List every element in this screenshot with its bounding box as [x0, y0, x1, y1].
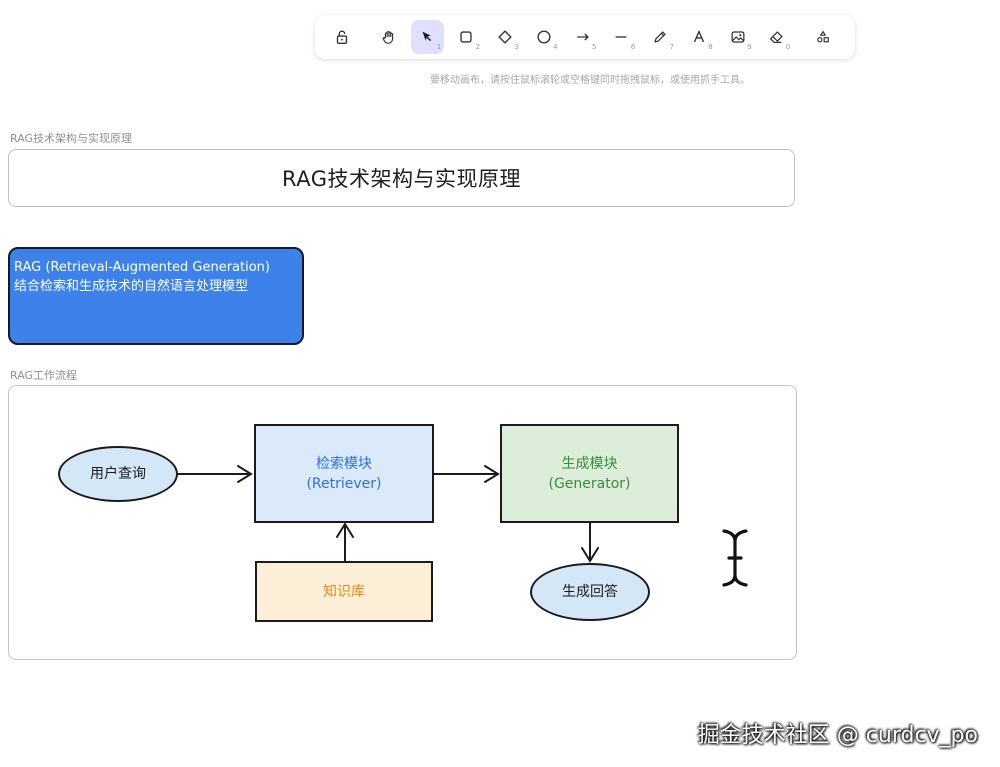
arrow-tool-button[interactable]: 5 [566, 20, 600, 54]
eraser-tool-button[interactable]: 0 [760, 20, 794, 54]
image-icon [731, 31, 745, 43]
generator-title: 生成模块 [561, 455, 618, 472]
rectangle-tool-button[interactable]: 2 [449, 20, 483, 54]
retriever-node[interactable]: 检索模块 (Retriever) [254, 424, 434, 523]
text-icon [693, 29, 704, 43]
arrow-icon [576, 33, 589, 41]
text-tool-button[interactable]: 8 [682, 20, 716, 54]
ellipse-tool-button[interactable]: 4 [527, 20, 561, 54]
shortcut-key: 0 [785, 43, 791, 51]
diamond-icon [498, 30, 512, 44]
user-query-node[interactable]: 用户查询 [58, 446, 178, 502]
selection-tool-button[interactable]: 1 [410, 20, 445, 54]
line-tool-button[interactable]: 6 [604, 20, 638, 54]
page-title: RAG技术架构与实现原理 [281, 167, 521, 191]
selection-arrow-icon [422, 31, 432, 42]
lock-icon [336, 30, 348, 44]
hand-icon [382, 31, 393, 44]
retriever-title: 检索模块 [316, 455, 372, 472]
text-cursor-icon [720, 527, 750, 589]
pencil-icon [654, 31, 666, 43]
user-query-label: 用户查询 [90, 466, 146, 482]
shortcut-key: 6 [630, 43, 636, 51]
ellipse-icon [537, 30, 551, 44]
knowledge-base-node[interactable]: 知识库 [255, 561, 433, 622]
retriever-subtitle: (Retriever) [306, 475, 382, 492]
canvas-hint: 要移动画布，请按住鼠标滚轮或空格键同时拖拽鼠标，或使用抓手工具。 [430, 75, 750, 86]
hand-tool-button[interactable] [372, 20, 406, 54]
shortcut-key: 9 [747, 43, 752, 51]
knowledge-base-label: 知识库 [323, 583, 365, 600]
line-icon [615, 36, 627, 38]
diamond-tool-button[interactable]: 3 [488, 20, 522, 54]
drawing-toolbar: 1 2 3 4 5 6 7 8 9 0 [315, 15, 855, 59]
shapes-library-icon [817, 30, 829, 43]
card-line-english: RAG (Retrieval-Augmented Generation) [14, 260, 270, 275]
library-tool-button[interactable] [806, 20, 840, 54]
lock-tool-button[interactable] [325, 20, 359, 54]
rectangle-icon [460, 31, 472, 43]
image-tool-button[interactable]: 9 [721, 20, 755, 54]
answer-node[interactable]: 生成回答 [530, 563, 650, 621]
generator-node[interactable]: 生成模块 (Generator) [500, 424, 679, 523]
eraser-icon [770, 31, 783, 44]
title-box[interactable]: RAG技术架构与实现原理 [8, 149, 795, 207]
shortcut-key: 1 [436, 43, 442, 51]
rag-description-card[interactable]: RAG (Retrieval-Augmented Generation) 结合检… [8, 247, 304, 345]
shortcut-key: 8 [708, 43, 713, 51]
watermark: 掘金技术社区 @ curdcv_po [697, 723, 978, 748]
shortcut-key: 2 [475, 43, 481, 51]
generator-subtitle: (Generator) [548, 475, 631, 492]
answer-label: 生成回答 [562, 584, 618, 600]
card-line-chinese: 结合检索和生成技术的自然语言处理模型 [14, 279, 249, 294]
shortcut-key: 7 [669, 43, 674, 51]
shortcut-key: 3 [514, 43, 519, 51]
pencil-tool-button[interactable]: 7 [643, 20, 677, 54]
shortcut-key: 4 [553, 43, 558, 51]
flow-frame-label[interactable]: RAG工作流程 [10, 369, 78, 382]
shortcut-key: 5 [591, 43, 597, 51]
title-frame-label[interactable]: RAG技术架构与实现原理 [10, 132, 133, 145]
